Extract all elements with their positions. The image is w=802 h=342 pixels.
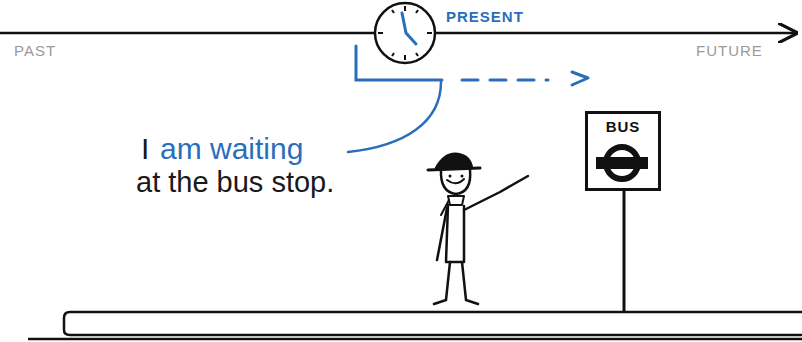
sign-box: BUS: [585, 111, 661, 191]
sentence-text: at the bus stop.: [136, 167, 334, 199]
timeline-label: PAST: [14, 43, 56, 60]
clock-symbol: [375, 3, 435, 63]
bus-stop-sign: [596, 147, 648, 312]
timeline-label: PRESENT: [446, 9, 524, 26]
stick-figure: [428, 154, 528, 304]
timeline-label: FUTURE: [696, 43, 763, 60]
duration-bracket: [356, 46, 588, 85]
verb-text: am waiting: [160, 132, 303, 165]
platform: [28, 312, 802, 339]
sentence-text: I: [141, 132, 149, 165]
sign-text: BUS: [588, 114, 658, 135]
leader-line: [348, 82, 441, 152]
